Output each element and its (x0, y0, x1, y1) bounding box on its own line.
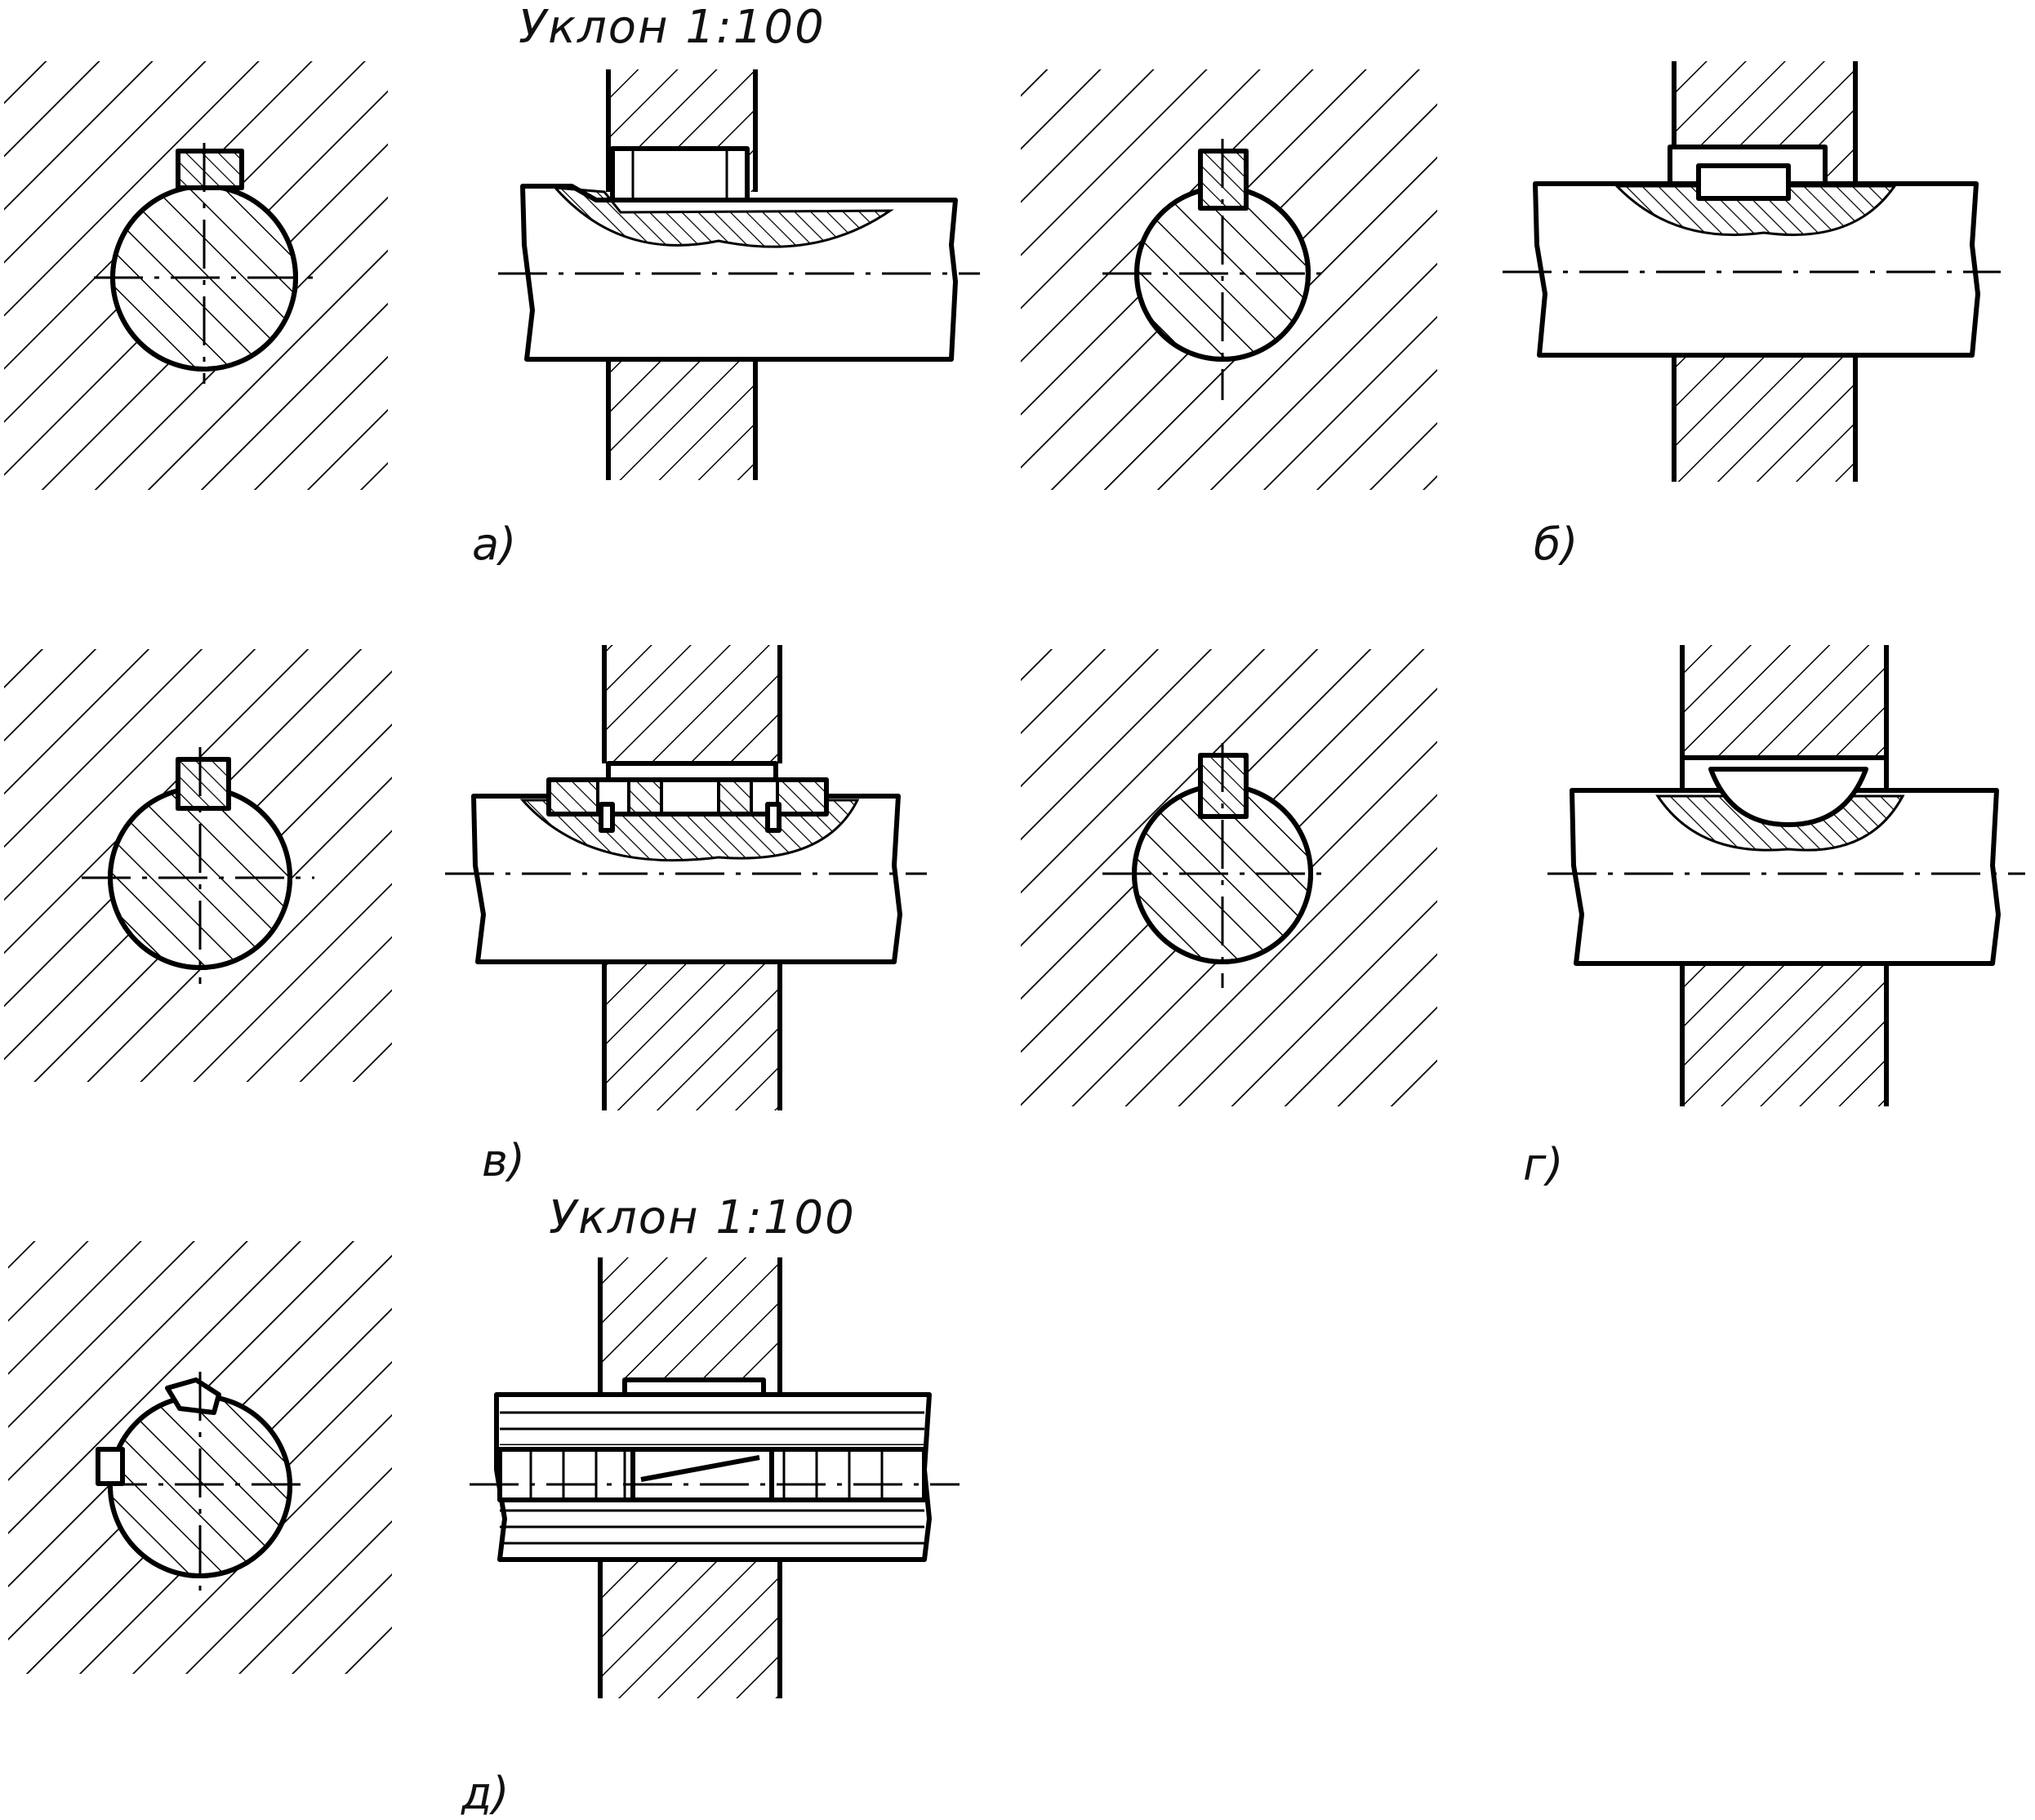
figure-g-cross-section (1021, 649, 1437, 1106)
figure-v-cross-section (4, 649, 392, 1082)
figure-d-caption: д) (461, 1768, 509, 1819)
feather-key-strip (497, 1447, 927, 1502)
figure-a-slope-label: Уклон 1:100 (519, 1, 826, 54)
figure-g-longitudinal-section (1547, 645, 2025, 1106)
figure-v-caption: в) (482, 1135, 525, 1186)
figure-b-caption: б) (1534, 518, 1578, 570)
figure-a-longitudinal-section (498, 69, 980, 480)
figure-b-cross-section (1021, 69, 1437, 490)
figure-a-cross-section (4, 61, 388, 490)
figure-b-longitudinal-section (1503, 61, 2001, 482)
figure-d-slope-label: Уклон 1:100 (549, 1191, 856, 1244)
figure-a-caption: а) (472, 518, 516, 570)
figure-d-longitudinal-section (470, 1257, 960, 1698)
figure-v-longitudinal-section (445, 645, 927, 1110)
figure-d-cross-section (8, 1241, 392, 1674)
figure-g-caption: г) (1523, 1139, 1563, 1190)
